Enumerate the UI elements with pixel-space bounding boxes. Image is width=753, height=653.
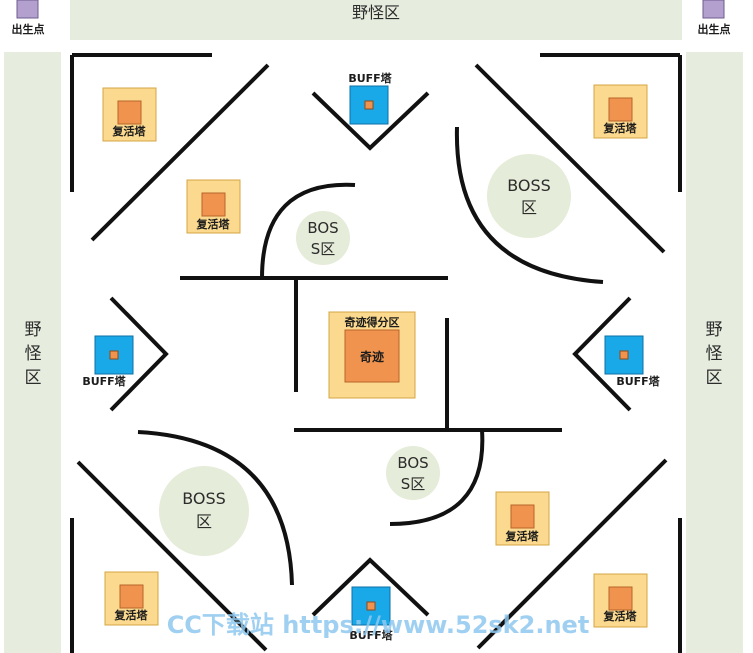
monster-zone-right: 野 怪 区 <box>686 52 743 653</box>
buff-tower-label: BUFF塔 <box>82 374 126 388</box>
spawn-point-top-right: 出生点 <box>698 0 731 36</box>
monster-zone-left: 野 怪 区 <box>4 52 61 653</box>
spawn-point-label: 出生点 <box>12 22 45 36</box>
revive-tower-6: 复活塔 <box>593 573 648 628</box>
wall <box>311 557 430 617</box>
boss-zone-top-right: BOSS 区 <box>487 154 571 238</box>
buff-tower-label: BUFF塔 <box>348 71 392 85</box>
monster-zone-top-label: 野怪区 <box>352 3 400 22</box>
buff-tower-label: BUFF塔 <box>349 628 393 642</box>
spawn-point-top-left: 出生点 <box>12 0 45 36</box>
monster-zone-right-char-2: 怪 <box>706 344 723 364</box>
wall <box>260 182 356 279</box>
wall <box>474 63 666 254</box>
buff-tower-left: BUFF塔 <box>82 335 134 388</box>
spawn-point-label: 出生点 <box>698 22 731 36</box>
miracle-score-zone-label: 奇迹得分区 <box>345 315 400 329</box>
revive-tower-1: 复活塔 <box>102 87 157 142</box>
walls <box>70 53 682 653</box>
revive-tower-3: 复活塔 <box>593 84 648 139</box>
boss-zone-small-bottom: BOS S区 <box>386 446 440 500</box>
miracle-score-zone: 奇迹得分区 奇迹 <box>328 311 416 399</box>
revive-tower-5: 复活塔 <box>104 571 159 626</box>
wall <box>90 63 270 242</box>
revive-tower-label: 复活塔 <box>196 217 231 231</box>
boss-zone-small-top: BOS S区 <box>296 211 350 265</box>
wall <box>76 460 268 652</box>
miracle-label: 奇迹 <box>360 349 384 364</box>
wall <box>454 126 604 284</box>
buff-tower-right: BUFF塔 <box>604 335 661 388</box>
wall <box>109 296 169 412</box>
boss-zone-bottom-left: BOSS 区 <box>159 466 249 556</box>
boss-zone-small-label-1: BOS <box>307 219 338 237</box>
wall <box>476 458 668 650</box>
buff-tower-label: BUFF塔 <box>616 374 660 388</box>
revive-tower-label: 复活塔 <box>114 608 149 622</box>
wall <box>389 429 485 526</box>
revive-tower-label: 复活塔 <box>505 529 540 543</box>
revive-tower-label: 复活塔 <box>603 609 638 623</box>
boss-zone-label-sub: 区 <box>521 198 537 217</box>
buff-tower-bottom: BUFF塔 <box>349 586 394 642</box>
boss-zone-label: BOSS <box>507 176 551 195</box>
monster-zone-right-char-1: 野 <box>706 320 723 340</box>
watermark: CC下载站 https://www.52sk2.net <box>167 611 590 639</box>
revive-tower-label: 复活塔 <box>603 121 638 135</box>
monster-zone-left-char-2: 怪 <box>25 344 42 364</box>
wall <box>572 296 632 412</box>
boss-zone-small-label-2: S区 <box>311 240 336 258</box>
monster-zone-top: 野怪区 <box>70 0 682 40</box>
revive-tower-4: 复活塔 <box>495 491 550 546</box>
wall <box>137 430 294 586</box>
revive-tower-label: 复活塔 <box>112 124 147 138</box>
boss-zone-label-sub: 区 <box>196 512 212 531</box>
monster-zone-right-char-3: 区 <box>706 368 723 388</box>
wall <box>311 91 430 151</box>
boss-zone-small-label-2: S区 <box>401 475 426 493</box>
buff-tower-top: BUFF塔 <box>348 71 393 125</box>
monster-zone-left-char-3: 区 <box>25 368 42 388</box>
revive-tower-2: 复活塔 <box>186 179 241 234</box>
boss-zone-label: BOSS <box>182 489 226 508</box>
boss-zone-small-label-1: BOS <box>397 454 428 472</box>
monster-zone-left-char-1: 野 <box>25 320 42 340</box>
